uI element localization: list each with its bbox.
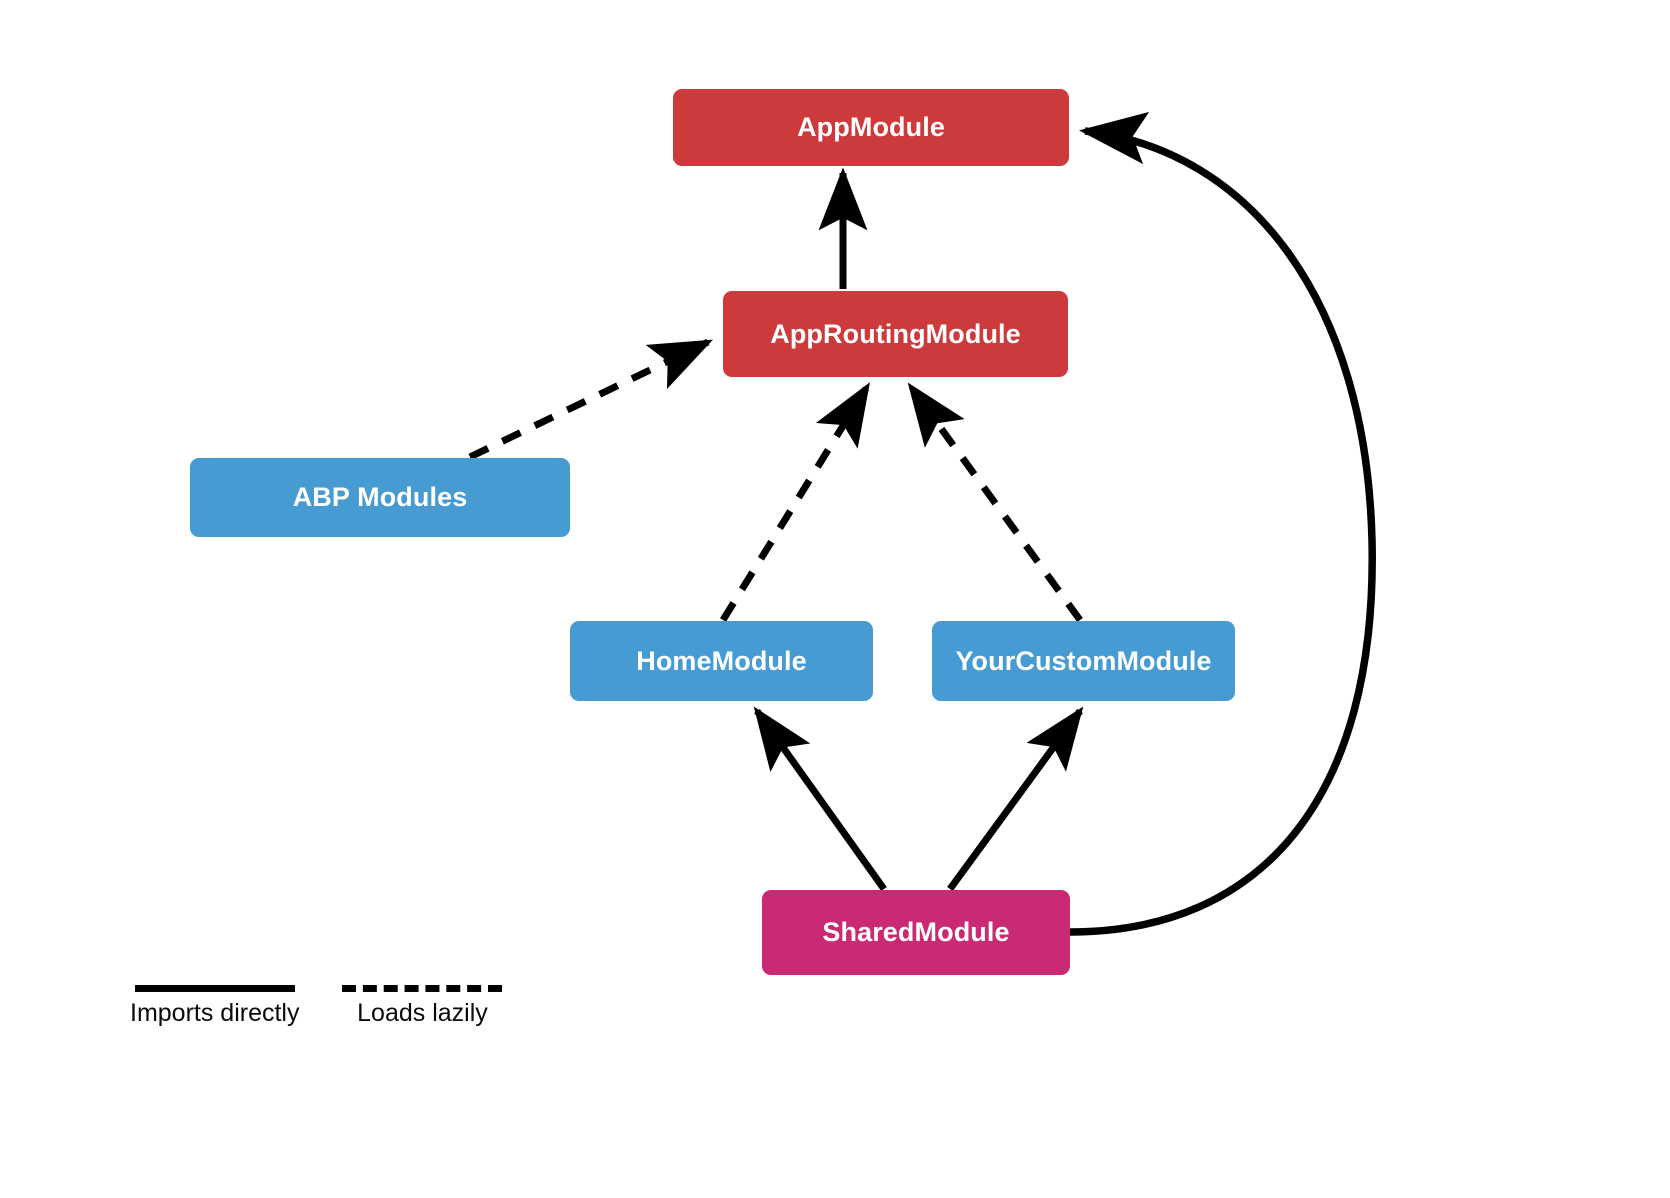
node-your-custom-module-label: YourCustomModule [955, 645, 1212, 676]
node-app-routing-module-label: AppRoutingModule [770, 318, 1021, 349]
legend-dashed-line-icon [342, 985, 503, 992]
edge-shared-to-home [753, 706, 887, 892]
node-abp-modules-label: ABP Modules [292, 482, 468, 512]
legend-item-loads-lazily: Loads lazily [342, 985, 503, 1027]
node-shared-module-label: SharedModule [822, 917, 1010, 947]
node-abp-modules[interactable]: ABP Modules [190, 458, 570, 537]
edge-custom-to-approuting [907, 382, 1083, 623]
legend-item-imports-directly: Imports directly [130, 985, 299, 1026]
legend-row: Imports directly Loads lazily [130, 985, 503, 1027]
node-shared-module[interactable]: SharedModule [762, 890, 1070, 975]
edge-abp-to-approuting [468, 338, 714, 461]
node-your-custom-module[interactable]: YourCustomModule [932, 621, 1235, 701]
edge-home-to-approuting [720, 382, 870, 622]
legend-solid-line-icon [134, 985, 295, 992]
node-home-module[interactable]: HomeModule [570, 621, 873, 701]
legend-item-loads-lazily-label: Loads lazily [357, 999, 488, 1027]
node-app-module-label: AppModule [797, 112, 945, 142]
node-app-routing-module[interactable]: AppRoutingModule [723, 291, 1068, 377]
edge-shared-to-custom [947, 706, 1084, 892]
legend-item-imports-directly-label: Imports directly [130, 999, 300, 1027]
node-app-module[interactable]: AppModule [673, 89, 1069, 166]
edge-shared-to-app-curved [1069, 112, 1376, 936]
legend: Imports directly Loads lazily [130, 985, 503, 1027]
node-home-module-label: HomeModule [636, 645, 807, 676]
